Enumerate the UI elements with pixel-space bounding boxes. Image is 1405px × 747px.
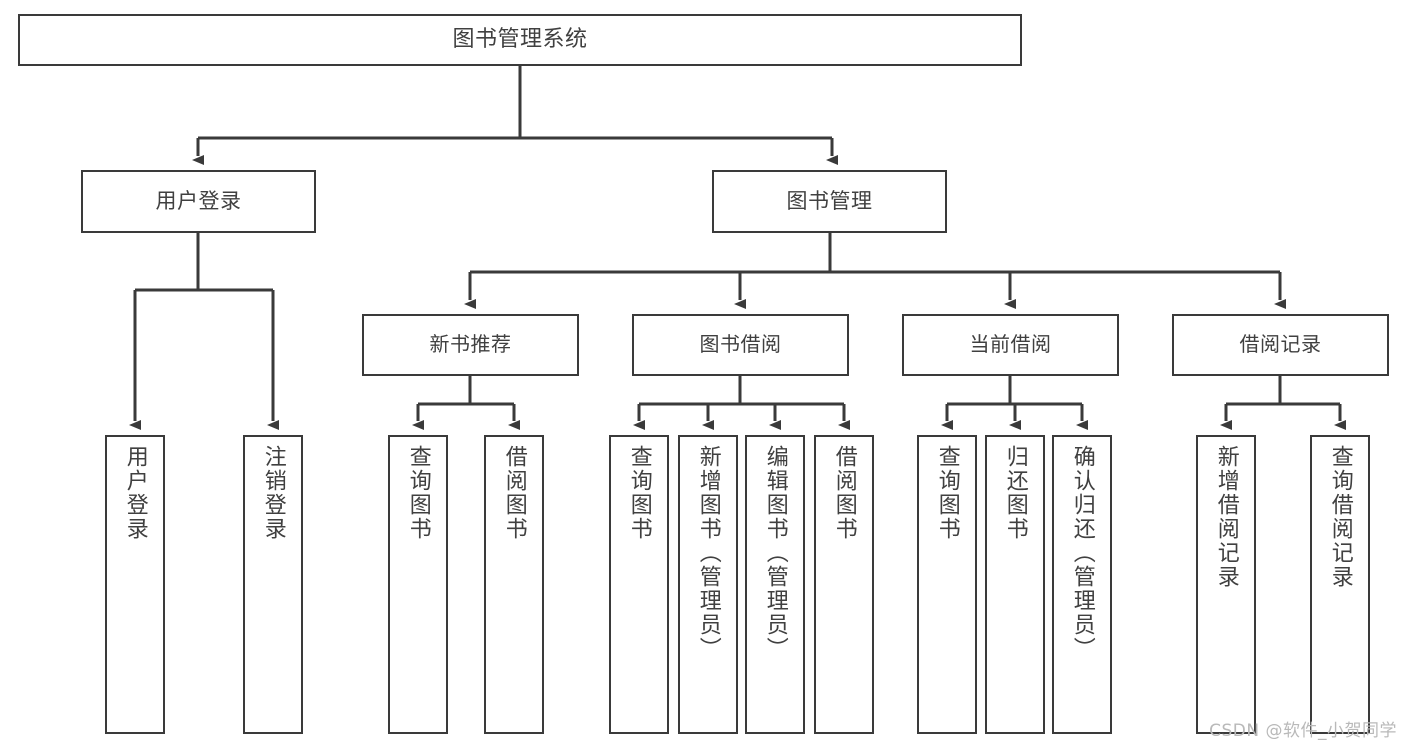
- leaf-node[interactable]: 查询图书: [388, 435, 448, 734]
- leaf-node-label: 查询图书: [405, 445, 431, 541]
- leaf-node[interactable]: 查询图书: [609, 435, 669, 734]
- leaf-node[interactable]: 查询图书: [917, 435, 977, 734]
- node-current-borrow-label: 当前借阅: [969, 332, 1052, 357]
- leaf-node[interactable]: 用户登录: [105, 435, 165, 734]
- leaf-node[interactable]: 借阅图书: [484, 435, 544, 734]
- node-book-borrow-label: 图书借阅: [699, 332, 782, 357]
- leaf-node[interactable]: 编辑图书（管理员）: [745, 435, 805, 734]
- leaf-node-label: 编辑图书（管理员）: [762, 445, 788, 661]
- leaf-node-label: 新增借阅记录: [1213, 445, 1239, 589]
- leaf-node[interactable]: 查询借阅记录: [1310, 435, 1370, 734]
- leaf-node[interactable]: 新增图书（管理员）: [678, 435, 738, 734]
- leaf-node[interactable]: 借阅图书: [814, 435, 874, 734]
- leaf-node-label: 确认归还（管理员）: [1069, 445, 1095, 661]
- watermark-text: CSDN @软件_小贺同学: [1209, 721, 1397, 741]
- node-root-label: 图书管理系统: [452, 27, 588, 53]
- node-new-book-recommend-label: 新书推荐: [429, 332, 512, 357]
- leaf-node-label: 注销登录: [260, 445, 286, 541]
- leaf-node-label: 借阅图书: [831, 445, 857, 541]
- node-borrow-records[interactable]: 借阅记录: [1172, 314, 1389, 376]
- leaf-node[interactable]: 注销登录: [243, 435, 303, 734]
- node-book-management-label: 图书管理: [786, 189, 873, 214]
- leaf-node-label: 查询图书: [626, 445, 652, 541]
- node-borrow-records-label: 借阅记录: [1239, 332, 1322, 357]
- node-root[interactable]: 图书管理系统: [18, 14, 1022, 66]
- leaf-node-label: 归还图书: [1002, 445, 1028, 541]
- leaf-node-label: 借阅图书: [501, 445, 527, 541]
- leaf-node-label: 用户登录: [122, 445, 148, 541]
- leaf-node-label: 新增图书（管理员）: [695, 445, 721, 661]
- node-user-login[interactable]: 用户登录: [81, 170, 316, 233]
- node-book-management[interactable]: 图书管理: [712, 170, 947, 233]
- node-book-borrow[interactable]: 图书借阅: [632, 314, 849, 376]
- leaf-node-label: 查询借阅记录: [1327, 445, 1353, 589]
- leaf-node-label: 查询图书: [934, 445, 960, 541]
- node-user-login-label: 用户登录: [155, 189, 242, 214]
- leaf-node[interactable]: 确认归还（管理员）: [1052, 435, 1112, 734]
- leaf-node[interactable]: 新增借阅记录: [1196, 435, 1256, 734]
- leaf-node[interactable]: 归还图书: [985, 435, 1045, 734]
- node-current-borrow[interactable]: 当前借阅: [902, 314, 1119, 376]
- node-new-book-recommend[interactable]: 新书推荐: [362, 314, 579, 376]
